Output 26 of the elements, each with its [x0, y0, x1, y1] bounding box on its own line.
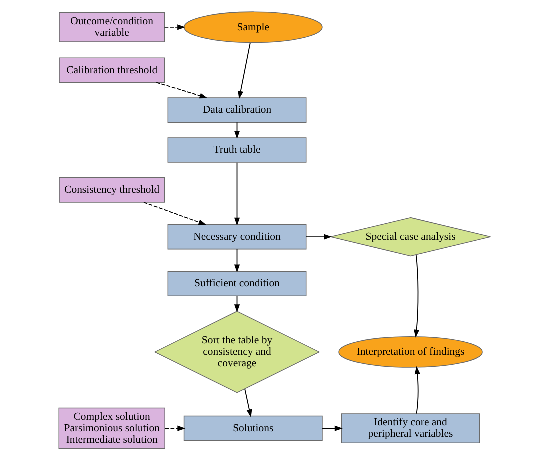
node-box: Solutions — [184, 415, 323, 441]
node-diamond: Special case analysis — [330, 216, 492, 256]
node-ellipse: Interpretation of findings — [338, 336, 483, 368]
node-box: Identify core and peripheral variables — [341, 413, 480, 444]
arrow — [238, 42, 251, 99]
arrow — [144, 202, 207, 225]
node-box: Consistency threshold — [59, 177, 166, 202]
arrow — [414, 366, 420, 414]
node-box: Complex solution Parsimonious solution Intermediate solution — [58, 407, 166, 449]
node-diamond: Sort the table by consistency and coverage — [154, 310, 320, 393]
node-box: Data calibration — [168, 97, 307, 123]
node-box: Calibration threshold — [59, 57, 166, 83]
node-box: Truth table — [168, 137, 307, 162]
arrow — [164, 24, 186, 30]
arrow — [322, 425, 343, 431]
node-box: Necessary condition — [168, 224, 307, 250]
arrow — [306, 234, 332, 240]
arrow — [234, 248, 240, 272]
arrow — [156, 82, 208, 98]
node-box: Sufficient condition — [168, 270, 307, 296]
arrow — [244, 388, 252, 418]
node-box: Outcome/condition variable — [59, 12, 166, 42]
arrow — [414, 254, 420, 338]
arrow — [234, 162, 240, 226]
arrow — [164, 425, 186, 431]
node-ellipse: Sample — [184, 11, 323, 43]
